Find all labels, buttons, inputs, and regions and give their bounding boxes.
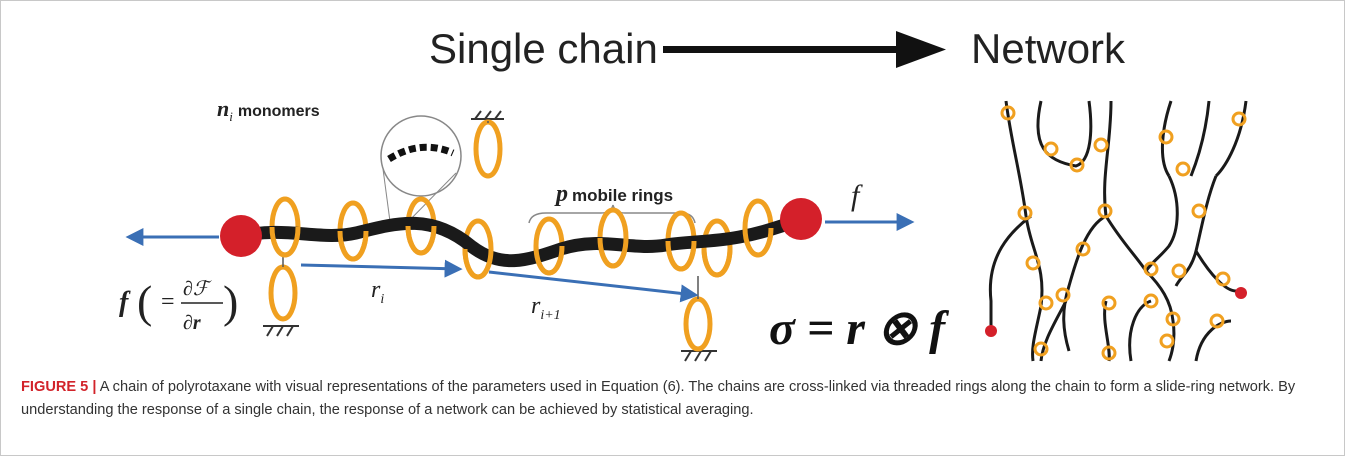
header-arrow [663,31,946,68]
polymer-chain [234,212,808,268]
end-bead-left [220,215,262,257]
anchor-bottom-left [263,325,299,337]
anchor-bottom-right [681,350,717,362]
network-bead-left [985,325,997,337]
network-rings [1000,105,1247,361]
monomer-zoom-callout [380,115,462,230]
anchor-top [471,110,504,120]
r-i-label: ri [371,277,384,307]
chain-rings-front [269,225,774,280]
svg-text:∂r: ∂r [183,312,201,334]
figure-label: FIGURE 5 | [21,379,97,395]
header-network: Network [971,25,1126,72]
network-bead-right [1235,287,1247,299]
caption-text: A chain of polyrotaxane with visual repr… [21,379,1296,418]
network-strands [988,100,1248,362]
header-single-chain: Single chain [429,25,658,72]
svg-text:f: f [119,287,131,318]
svg-text:∂ℱ: ∂ℱ [183,278,212,300]
svg-text:=: = [161,289,175,315]
stress-equation: σ = r ⊗ f [769,302,949,355]
network [985,100,1248,362]
svg-text:): ) [223,276,238,327]
force-label: f [851,179,863,212]
svg-text:(: ( [137,276,152,327]
r-i-plus-1-label: ri+1 [531,293,561,323]
figure-caption: FIGURE 5 | A chain of polyrotaxane with … [21,376,1326,422]
vector-r-i-plus-1 [488,270,699,303]
force-definition: f ( = ∂ℱ ∂r ) [119,276,238,334]
vector-r-i [300,259,463,278]
end-bead-right [780,198,822,240]
